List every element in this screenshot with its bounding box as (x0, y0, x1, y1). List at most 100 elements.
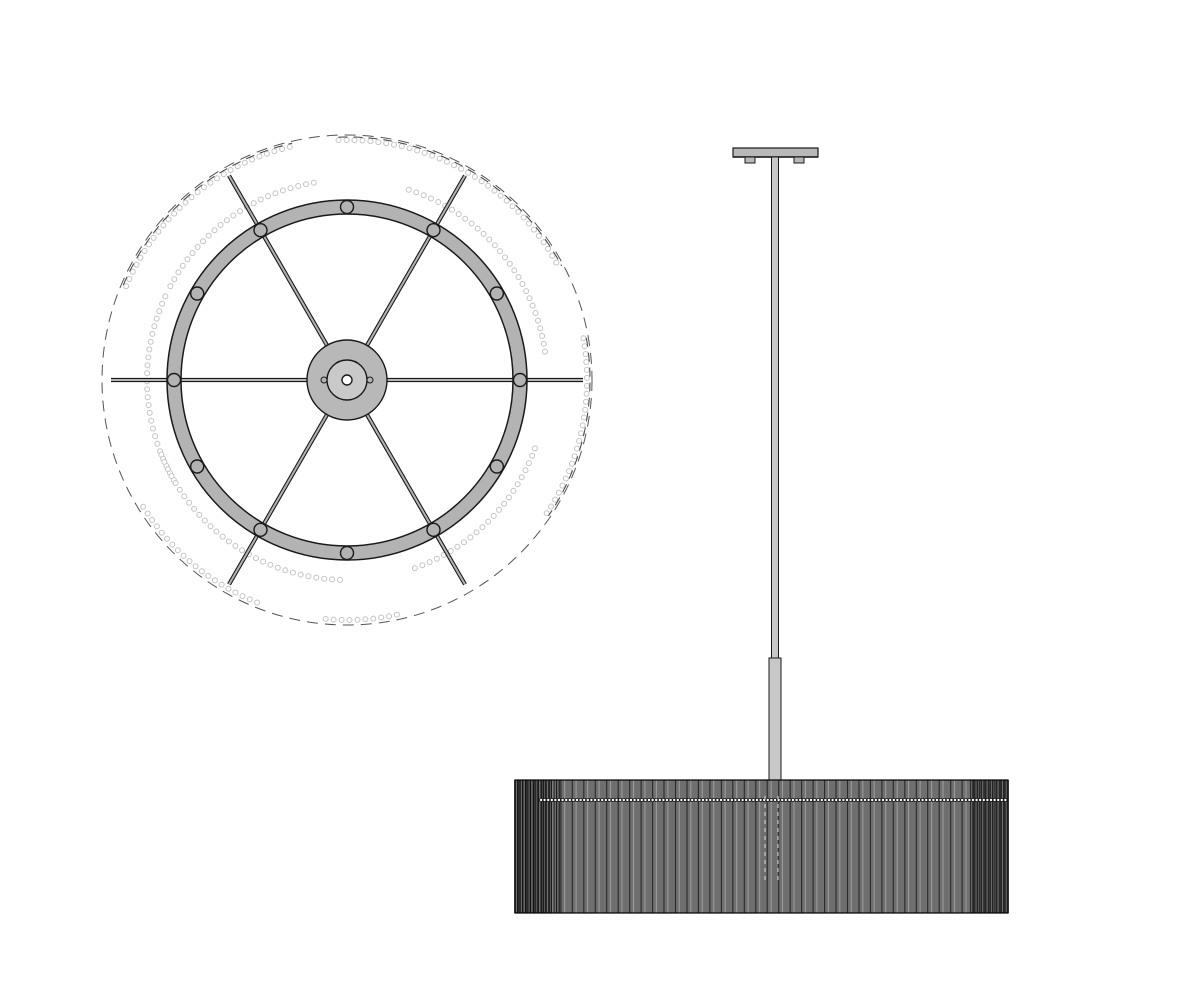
chain-bead (497, 248, 503, 255)
chain-bead (126, 276, 133, 282)
shade-bead (989, 798, 994, 803)
shade-bead (564, 798, 569, 803)
chain-bead (531, 226, 537, 233)
rim-bead (426, 222, 441, 238)
shade-bead (783, 798, 788, 803)
shade-bead (765, 798, 770, 803)
chain-bead (391, 141, 397, 148)
chain-arc (322, 611, 400, 623)
shade-bead (560, 798, 565, 803)
chain-bead (582, 351, 589, 358)
shade-bead (999, 798, 1004, 803)
rim-bead (189, 286, 205, 301)
chain-bead (491, 187, 498, 194)
shade-body (514, 779, 1009, 914)
chain-bead (338, 616, 345, 623)
shade-bead (985, 798, 990, 803)
shade-bead (614, 798, 619, 803)
chain-bead (518, 474, 525, 481)
chain-bead (211, 227, 218, 234)
chain-bead (227, 167, 234, 174)
chain-bead (196, 511, 203, 518)
chain-bead (165, 216, 172, 223)
chain-bead (485, 518, 492, 525)
chain-bead (537, 325, 544, 332)
spoke-fill (228, 398, 337, 585)
chain-bead (515, 208, 522, 215)
shade-bead (546, 798, 551, 803)
chain-bead (146, 409, 153, 416)
shade-bead (719, 798, 724, 803)
chain-bead (490, 512, 497, 519)
shade-bead (881, 798, 886, 803)
shade-bead (654, 798, 659, 803)
chain-bead (519, 281, 526, 287)
chain-bead (286, 143, 293, 150)
shade-bead (665, 798, 670, 803)
shade-bead (607, 798, 612, 803)
chain-bead (467, 534, 474, 541)
shade-bead (834, 798, 839, 803)
rim-bead (489, 286, 505, 301)
shade-bead (593, 798, 598, 803)
shade-bead (787, 798, 792, 803)
canopy-foot (793, 156, 805, 164)
chain-bead (515, 274, 522, 281)
chain-bead (582, 406, 589, 413)
chain-bead (479, 524, 486, 531)
chain-bead (310, 179, 317, 186)
chain-bead (191, 505, 198, 512)
chain-bead (485, 182, 492, 189)
chain-bead (406, 145, 413, 152)
rim-bead (512, 372, 528, 388)
rim-bead (253, 522, 268, 538)
chain-bead (153, 315, 160, 322)
chain-bead (514, 481, 521, 488)
chain-bead (581, 343, 588, 350)
chain-bead (303, 181, 309, 188)
shade-bead (906, 798, 911, 803)
chain-bead (471, 173, 478, 180)
chain-bead (186, 499, 193, 506)
shade-bead (791, 798, 796, 803)
shade-bead (553, 798, 558, 803)
shade-bead (992, 798, 997, 803)
shade-bead (981, 798, 986, 803)
chain-bead (447, 548, 454, 554)
chain-bead (559, 482, 566, 489)
chain-bead (540, 239, 547, 246)
chain-bead (449, 206, 455, 213)
shade-bead (672, 798, 677, 803)
shade-bead (708, 798, 713, 803)
chain-bead (207, 179, 214, 186)
chain-bead (150, 234, 157, 241)
shade-bead (870, 798, 875, 803)
chain-bead (186, 558, 193, 565)
chain-bead (200, 184, 207, 191)
chain-bead (496, 506, 502, 513)
chain-bead (152, 433, 159, 440)
chain-bead (473, 529, 480, 536)
shade-bead (942, 798, 947, 803)
chain-bead (140, 503, 147, 510)
chain-bead (502, 254, 508, 261)
chain-bead (149, 330, 156, 337)
chain-arc (140, 503, 261, 606)
chain-bead (486, 236, 493, 243)
shade-bead (650, 798, 655, 803)
chain-bead (162, 293, 169, 300)
chain-bead (141, 248, 148, 254)
chain-bead (171, 276, 178, 283)
chain-bead (279, 187, 286, 194)
chain-bead (454, 543, 461, 550)
chain-bead (480, 230, 487, 237)
chain-bead (574, 445, 580, 452)
chain-bead (205, 232, 212, 239)
shade-bead (917, 798, 922, 803)
rod-shade-drum (514, 779, 1009, 914)
shade-bead (755, 798, 760, 803)
shade-bead (909, 798, 914, 803)
chain-bead (313, 574, 320, 581)
shade-bead (845, 798, 850, 803)
